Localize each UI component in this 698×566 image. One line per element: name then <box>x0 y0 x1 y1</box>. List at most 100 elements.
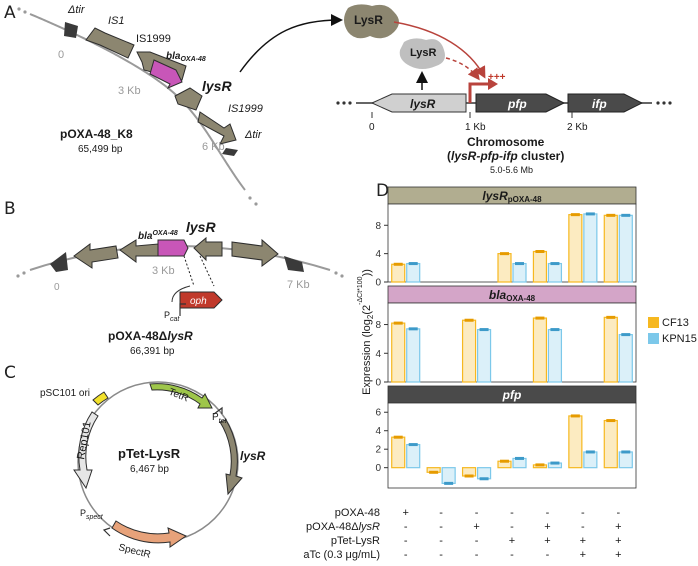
panel-letter-a: A <box>4 3 16 23</box>
chr-ifp-gene <box>567 93 644 113</box>
condition-label-3: pTet-LysR <box>331 535 380 547</box>
label-ori: pSC101 ori <box>40 388 90 399</box>
label-dtir-top: Δtir <box>67 4 86 16</box>
bar-kpn15-facet1-col6 <box>583 213 598 283</box>
bla-oxa48-gene-b <box>157 239 189 257</box>
arrow-chromosomal-activation <box>445 57 480 81</box>
bar-cf13-facet3-col1 <box>391 436 406 469</box>
facet-title-1: lysRpOXA-48 <box>482 189 542 204</box>
condition-mark-r3-c5: + <box>544 535 550 547</box>
tick-6kb-a: 6 Kb <box>202 141 225 153</box>
label-is1999-2: IS1999 <box>228 103 263 115</box>
panel-letter-c: C <box>4 363 16 383</box>
label-ptet: Ptet <box>212 412 228 425</box>
plasmid-size-b: 66,391 bp <box>130 346 175 357</box>
bar-cf13-facet3-col6 <box>568 415 583 469</box>
gene-b-7 <box>284 256 304 272</box>
label-oph: oph <box>190 296 207 307</box>
bar-cf13-facet1-col1 <box>391 263 406 283</box>
y-tick-label: 8 <box>375 221 381 232</box>
condition-mark-r1-c7: - <box>616 507 620 519</box>
condition-mark-r1-c2: - <box>439 507 443 519</box>
bar-kpn15-facet3-col3 <box>476 467 492 480</box>
label-dtir-bottom: Δtir <box>244 129 263 141</box>
bar-cf13-facet1-col6 <box>568 214 583 283</box>
condition-mark-r3-c1: - <box>404 535 408 547</box>
tick-0-b: 0 <box>54 282 60 293</box>
label-lysr-b: lysR <box>186 219 216 235</box>
chr-promoter <box>468 82 490 103</box>
chr-position: 5.0-5.6 Mb <box>490 165 533 175</box>
chr-pfp-label: pfp <box>507 97 527 111</box>
condition-mark-r2-c3: + <box>473 521 479 533</box>
chr-tick-1kb: 1 Kb <box>465 122 486 133</box>
condition-mark-r3-c7: + <box>615 535 621 547</box>
plasmid-size-c: 6,467 bp <box>130 464 169 475</box>
label-rep101: Rep101 <box>75 420 94 460</box>
bar-kpn15-facet3-col2 <box>441 467 456 484</box>
plasmid-map-a <box>17 7 258 206</box>
bar-kpn15-facet3-col1 <box>406 443 421 469</box>
condition-mark-r1-c4: - <box>510 507 514 519</box>
facet-panel-2 <box>387 302 637 383</box>
lysr-protein-small <box>399 38 445 69</box>
label-pspect: Pspect <box>80 508 104 521</box>
y-tick-label: 0 <box>375 463 381 474</box>
lysr-protein-small-label: LysR <box>410 47 437 59</box>
bar-cf13-facet2-col5 <box>532 317 548 383</box>
chr-title: Chromosome <box>467 135 545 149</box>
gene-b-2 <box>73 243 119 269</box>
is1-gene <box>85 27 135 59</box>
label-bla-b: blaOXA-48 <box>138 230 178 242</box>
chr-tick-2kb: 2 Kb <box>567 122 588 133</box>
condition-mark-r4-c4: - <box>510 549 514 561</box>
bar-kpn15-facet1-col5 <box>547 262 563 283</box>
bar-kpn15-facet2-col7 <box>618 334 633 383</box>
bar-kpn15-facet2-col3 <box>476 328 492 383</box>
condition-mark-r3-c2: - <box>439 535 443 547</box>
bar-cf13-facet2-col1 <box>391 322 406 383</box>
bar-cf13-facet1-col7 <box>603 214 618 283</box>
condition-mark-r1-c1: + <box>402 507 408 519</box>
bar-kpn15-facet1-col4 <box>512 262 527 283</box>
condition-mark-r4-c2: - <box>439 549 443 561</box>
bar-kpn15-facet2-col5 <box>547 328 563 383</box>
condition-mark-r2-c5: + <box>544 521 550 533</box>
arrow-plasmid-to-lysr <box>239 14 343 73</box>
spectr-feature <box>111 520 188 548</box>
bar-kpn15-facet1-col7 <box>618 214 633 283</box>
label-is1999-1: IS1999 <box>136 33 171 45</box>
y-tick-label: 8 <box>375 320 381 331</box>
y-tick-label: 2 <box>375 445 381 456</box>
condition-mark-r2-c6: - <box>581 521 585 533</box>
legend-label-kpn15: KPN15 <box>662 333 697 345</box>
gene-b-6 <box>231 238 279 267</box>
condition-label-2: pOXA-48ΔlysR <box>306 521 380 533</box>
y-axis-title: Expression (log2(2-ΔCt*100)) <box>357 269 375 395</box>
lysr-protein-big-label: LysR <box>354 13 383 27</box>
plasmid-name-b: pOXA-48ΔlysR <box>108 329 193 343</box>
legend-label-cf13: CF13 <box>662 317 689 329</box>
condition-mark-r1-c6: - <box>581 507 585 519</box>
expression-chart: lysRpOXA-48048blaOXA-48048pfp0246Express… <box>303 186 697 561</box>
y-tick-label: 6 <box>375 408 381 419</box>
bar-cf13-facet3-col7 <box>603 419 618 469</box>
condition-mark-r4-c3: - <box>475 549 479 561</box>
y-tick-label: 0 <box>375 278 381 289</box>
facet-panel-1 <box>387 203 637 283</box>
label-bla-a: blaOXA-48 <box>166 51 206 63</box>
facet-title-2: blaOXA-48 <box>489 288 536 303</box>
bar-cf13-facet2-col7 <box>603 316 618 383</box>
gene-b-1 <box>50 252 68 272</box>
is1999-gene-2 <box>197 111 237 145</box>
bar-kpn15-facet3-col7 <box>618 451 633 469</box>
label-lysr-a: lysR <box>202 78 232 94</box>
chr-ifp-label: ifp <box>592 97 607 111</box>
lysr-gene-b <box>193 236 223 262</box>
y-tick-label: 4 <box>375 249 381 260</box>
gene-b-3 <box>119 239 159 263</box>
condition-mark-r4-c5: - <box>546 549 550 561</box>
condition-mark-r3-c3: - <box>475 535 479 547</box>
bar-cf13-facet1-col4 <box>497 253 512 283</box>
condition-mark-r2-c1: - <box>404 521 408 533</box>
